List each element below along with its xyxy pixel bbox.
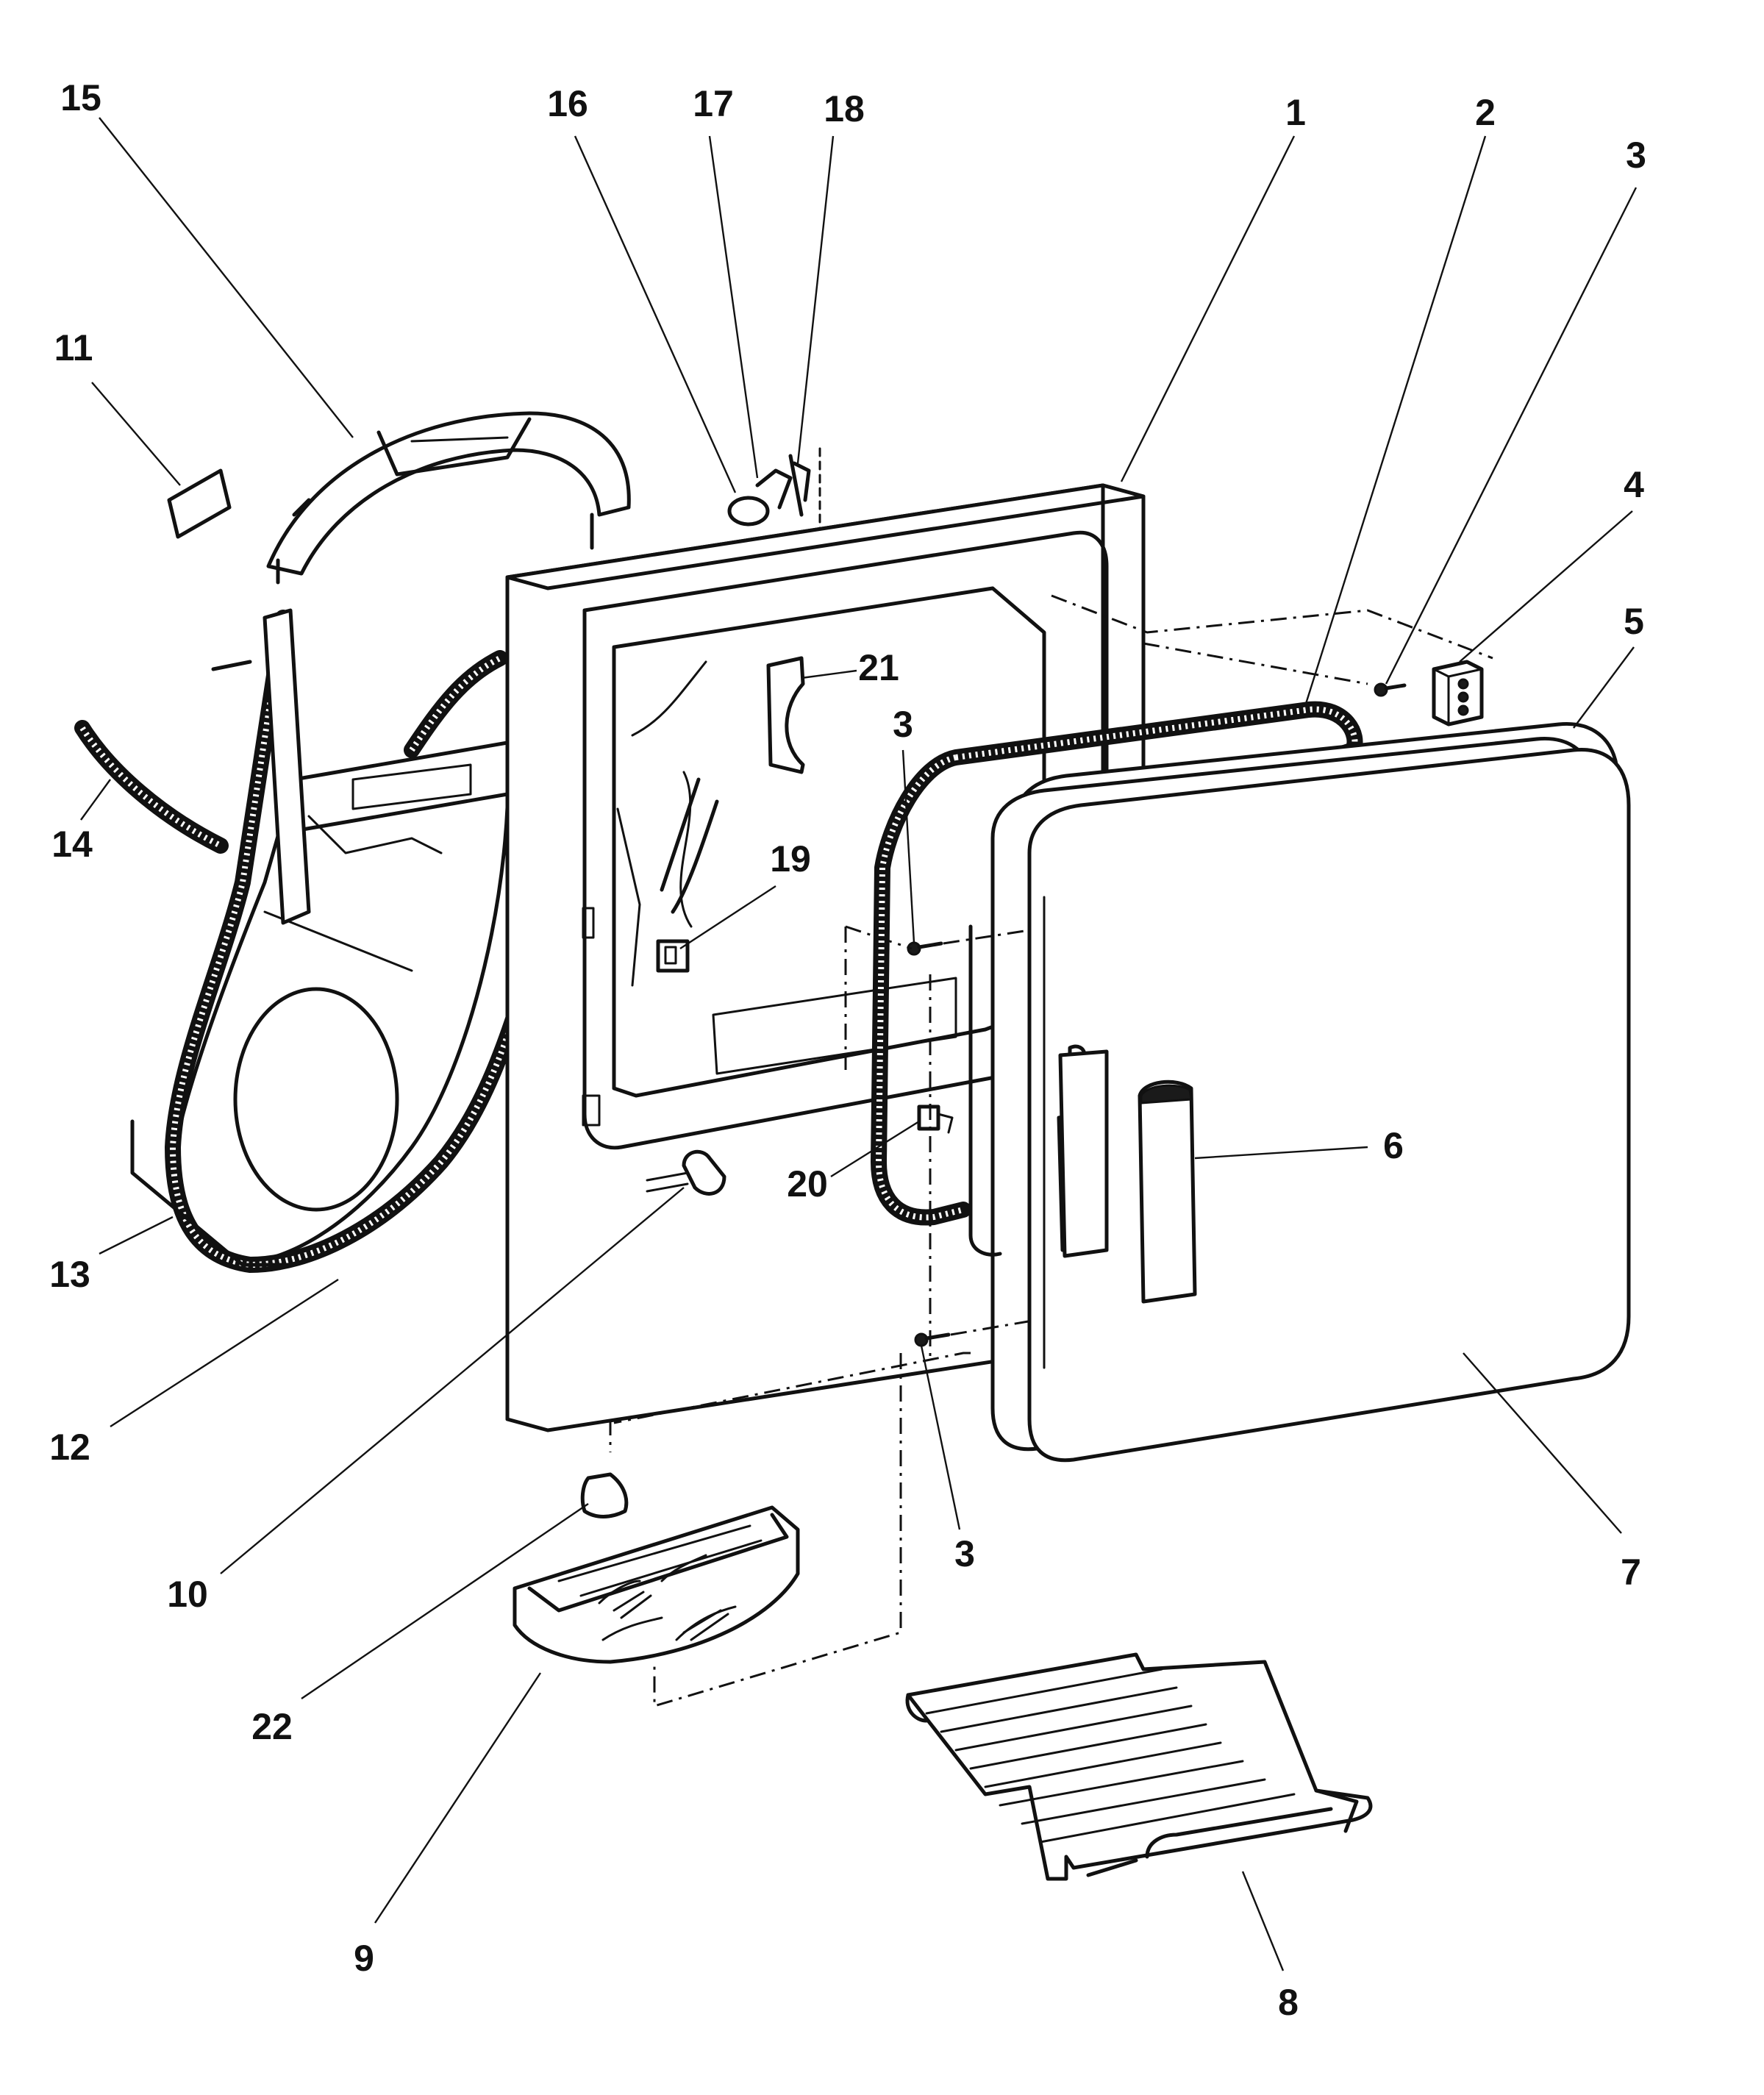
callout-19: 19 [770, 838, 811, 879]
part-11-label-plate [167, 468, 232, 539]
part-16-17-18-lamp-assembly [727, 447, 821, 531]
part-6-handle [1138, 1079, 1197, 1304]
leader-lines [80, 117, 1638, 1971]
callout-9: 9 [354, 1938, 374, 1979]
callout-22: 22 [251, 1706, 293, 1747]
callout-10: 10 [167, 1574, 208, 1615]
part-9-lint-filter [513, 1505, 800, 1664]
part-8-drying-rack [905, 1652, 1373, 1881]
callout-6: 6 [1383, 1125, 1404, 1166]
callout-3-upper: 3 [893, 704, 913, 745]
part-20-catch [917, 1104, 954, 1134]
part-3-screw-hinge [1374, 682, 1407, 697]
callout-12: 12 [49, 1427, 90, 1468]
callout-18: 18 [824, 88, 865, 129]
callout-8: 8 [1278, 1982, 1299, 2023]
callout-5: 5 [1624, 601, 1644, 642]
callout-4: 4 [1624, 464, 1644, 505]
part-21-strike [766, 656, 805, 774]
callout-2: 2 [1475, 92, 1496, 133]
callout-20: 20 [787, 1163, 828, 1204]
callout-labels: 15 16 17 18 1 2 3 11 4 5 21 3 19 14 6 20… [49, 77, 1646, 2023]
callout-11: 11 [54, 327, 93, 368]
part-22-foot [580, 1472, 629, 1518]
part-5-7-door [968, 721, 1631, 1463]
callout-16: 16 [547, 83, 588, 124]
part-15-top-bracket [266, 411, 631, 585]
callout-1: 1 [1285, 92, 1306, 133]
callout-15: 15 [60, 77, 101, 118]
callout-7: 7 [1621, 1552, 1641, 1593]
callout-17: 17 [693, 83, 734, 124]
part-12-13-drum-front [130, 608, 523, 1273]
callout-21: 21 [858, 647, 899, 688]
part-10-knob [646, 1149, 726, 1196]
callout-3-lower: 3 [954, 1533, 975, 1574]
callout-3-hinge: 3 [1626, 135, 1646, 176]
callout-14: 14 [51, 824, 93, 865]
part-14-hose [74, 650, 508, 854]
callout-13: 13 [49, 1254, 90, 1295]
part-4-hinge [1432, 660, 1484, 727]
assembly-lines [609, 594, 1493, 1708]
wire-harness [660, 777, 719, 914]
